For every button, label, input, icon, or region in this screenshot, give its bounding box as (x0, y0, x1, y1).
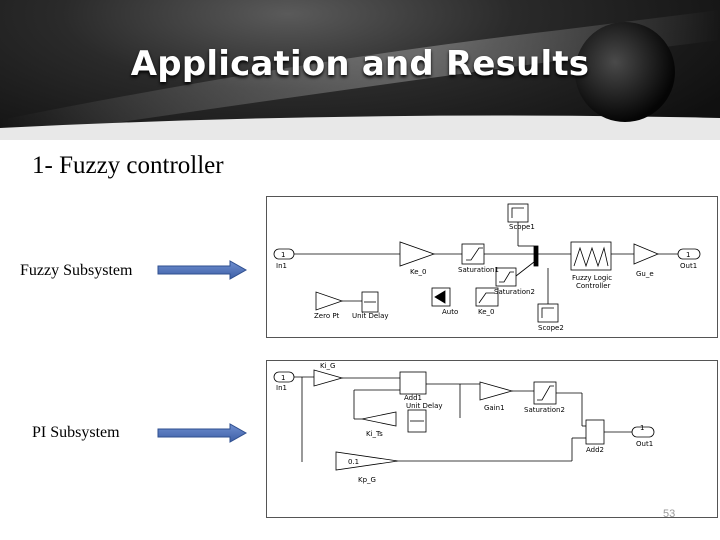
pi-unit-delay-block[interactable] (407, 409, 427, 433)
ki-ts-gain-block[interactable] (361, 411, 397, 427)
scope1-label: Scope1 (509, 223, 535, 231)
in1-num: 1 (281, 251, 285, 259)
fuzzy-subsystem-label: Fuzzy Subsystem (20, 262, 133, 279)
out1-label: Out1 (680, 262, 697, 270)
fuzzy-logic-controller-block[interactable] (570, 241, 612, 271)
pi-saturation2-label: Saturation2 (524, 406, 565, 414)
pi-unit-delay-label: Unit Delay (406, 402, 443, 410)
ki-gain-top-label: Ki_G (320, 362, 335, 370)
gain-ke-block[interactable] (399, 241, 436, 267)
add2-label: Add2 (586, 446, 604, 454)
pi-arrow-icon (157, 423, 248, 443)
gain-out-block[interactable] (633, 243, 660, 265)
section-heading: 1- Fuzzy controller (32, 152, 224, 179)
pi-subsystem-label: PI Subsystem (32, 424, 120, 441)
ki-ts-gain-label: Ki_Ts (366, 430, 383, 438)
pi-out1-label: Out1 (636, 440, 653, 448)
space-background (0, 10, 720, 140)
kp-gain-bottom-block[interactable] (335, 451, 399, 471)
kp-value-label: 0.1 (348, 458, 359, 466)
pi-in1-label: In1 (276, 384, 287, 392)
unit-delay-label: Unit Delay (352, 312, 389, 320)
saturation1-label: Saturation1 (458, 266, 499, 274)
fuzzy-subsystem-diagram: Scope1 1 In1 Ke_0 Saturation1 Saturation… (266, 196, 718, 338)
out1-port[interactable] (677, 248, 701, 260)
gain1-label: Gain1 (484, 404, 505, 412)
page-number: 53 (663, 508, 676, 520)
pi-out1-num: 1 (640, 424, 644, 432)
fuzzy-arrow-icon (157, 260, 248, 280)
in1-label: In1 (276, 262, 287, 270)
auto-block[interactable] (431, 287, 451, 307)
auto-label: Auto (442, 308, 458, 316)
add1-block[interactable] (399, 371, 427, 395)
saturation2-label: Saturation2 (494, 288, 535, 296)
zero-gain-label: Zero Pt (314, 312, 340, 320)
saturation2-block[interactable] (495, 267, 517, 287)
ki-gain-top-block[interactable] (313, 369, 344, 387)
fuzzy-controller-label: Fuzzy Logic (572, 274, 612, 282)
zero-gain-block[interactable] (315, 291, 344, 311)
pi-in1-num: 1 (281, 374, 285, 382)
pi-subsystem-diagram: 1 In1 Ki_G Add1 Unit Delay Gain1 Saturat… (266, 360, 718, 518)
fuzzy-controller-label-2: Controller (576, 282, 611, 290)
gain-ke-small-block[interactable] (475, 287, 499, 307)
out1-num: 1 (686, 251, 690, 259)
pi-out1-port[interactable] (631, 426, 655, 438)
gain1-block[interactable] (479, 381, 514, 401)
gain-ke-small-label: Ke_0 (478, 308, 495, 316)
kp-gain-bottom-label: Kp_G (358, 476, 376, 484)
unit-delay-block[interactable] (361, 291, 379, 313)
title-banner: Application and Results (0, 0, 720, 140)
scope2-label: Scope2 (538, 324, 564, 332)
mux-block (533, 245, 539, 267)
add1-label: Add1 (404, 394, 422, 402)
slide-title: Application and Results (130, 44, 590, 84)
gain-out-label: Gu_e (636, 270, 654, 278)
planet-icon (575, 22, 675, 122)
gain-ke-label: Ke_0 (410, 268, 427, 276)
